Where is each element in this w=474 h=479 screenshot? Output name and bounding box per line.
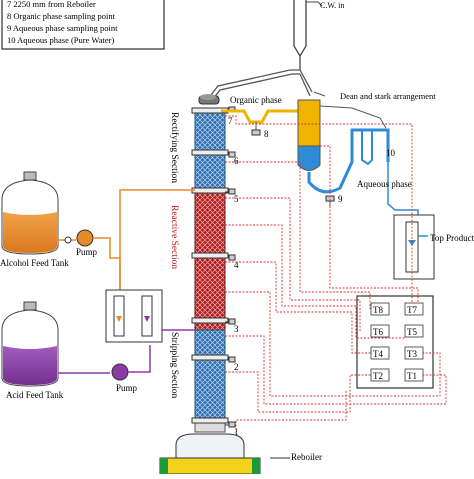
sample-point-number: 10 — [386, 148, 396, 158]
reboiler — [159, 433, 290, 475]
thermocouple-label: T3 — [407, 349, 417, 359]
dean-stark-trap: 9 10 — [297, 99, 396, 206]
sample-point-number: 7 — [228, 116, 233, 126]
legend-line: 10 Aqueous phase (Pure Water) — [7, 35, 114, 45]
thermocouple-label: T1 — [407, 371, 417, 381]
pump-label: Pump — [76, 247, 98, 257]
thermocouple-wiring — [225, 115, 447, 441]
sample-point-number: 5 — [234, 194, 239, 204]
top-product-rotameter — [387, 198, 435, 280]
sample-point-number: 6 — [234, 156, 239, 166]
organic-phase-line: 8 — [221, 109, 298, 139]
top-product-label: Top Product — [430, 233, 474, 243]
thermocouple-label: T8 — [373, 305, 383, 315]
alcohol-feed-tank — [1, 171, 59, 255]
reactive-packing — [194, 189, 226, 331]
thermocouple-label: T5 — [407, 327, 417, 337]
rectifying-label: Rectifying Section — [169, 112, 180, 183]
aqueous-phase-label: Aqueous phase — [357, 179, 412, 189]
thermocouple-label: T6 — [373, 327, 383, 337]
stripping-packing — [194, 329, 226, 421]
sample-point-number: 8 — [264, 129, 269, 139]
thermocouple-label: T7 — [407, 305, 417, 315]
legend-line: 7 2250 mm from Reboiler — [7, 0, 96, 9]
legend-box: 7 2250 mm from Reboiler 8 Organic phase … — [1, 0, 165, 50]
legend-line: 9 Aqueous phase sampling point — [7, 23, 118, 33]
thermocouple-panel: T8 T7 T6 T5 T4 T3 T2 T1 — [356, 295, 434, 389]
cw-in-label: C.W. in — [320, 1, 344, 10]
reactive-label: Reactive Section — [169, 205, 179, 269]
thermocouple-label: T4 — [373, 349, 383, 359]
thermocouple-label: T2 — [373, 371, 383, 381]
feed-rotameters — [105, 289, 163, 343]
pump-label: Pump — [116, 383, 138, 393]
sample-point-number: 3 — [234, 324, 239, 334]
acid-feed-tank — [1, 301, 59, 387]
organic-phase-label: Organic phase — [230, 95, 282, 105]
alcohol-feed-tank-label: Alcohol Feed Tank — [0, 258, 69, 268]
sample-point-number: 2 — [234, 362, 239, 372]
distillation-column — [191, 94, 229, 433]
acid-feed-tank-label: Acid Feed Tank — [6, 390, 64, 400]
sample-point-number: 4 — [234, 260, 239, 270]
alcohol-feed-line — [58, 189, 195, 310]
stripping-label: Stripping Section — [169, 332, 179, 398]
reboiler-label: Reboiler — [291, 452, 322, 462]
dean-stark-label: Dean and stark arrangement — [340, 91, 436, 101]
condenser: C.W. in — [293, 0, 344, 70]
sample-point-number: 9 — [338, 194, 343, 204]
legend-line: 8 Organic phase sampling point — [7, 11, 116, 21]
